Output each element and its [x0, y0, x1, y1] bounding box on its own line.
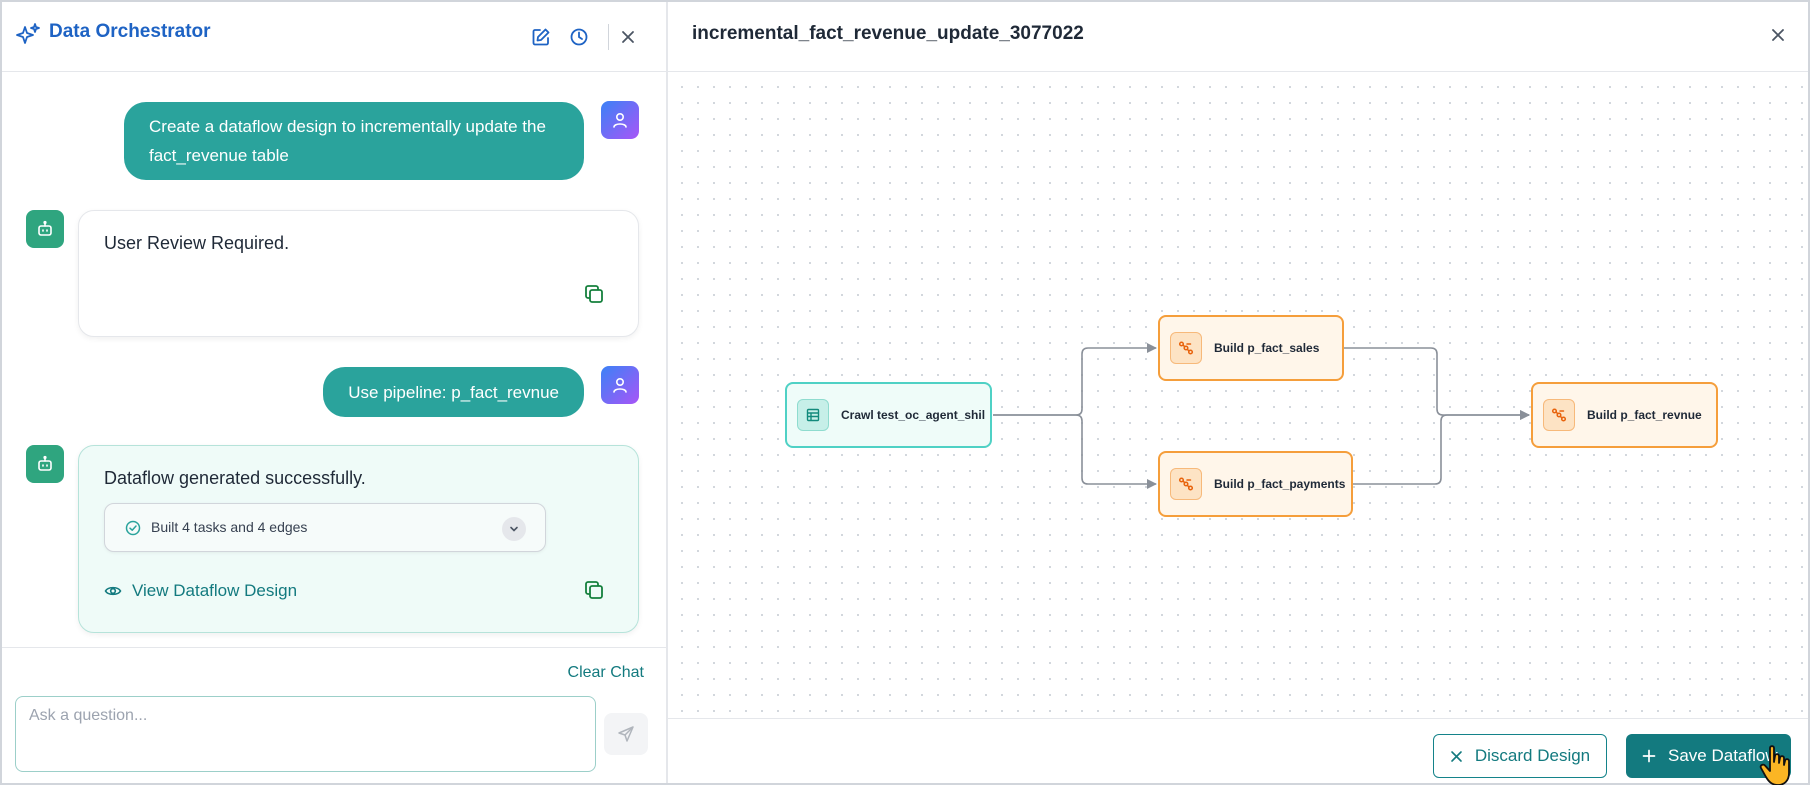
edge-payments-to-revnue — [1353, 410, 1530, 485]
discard-design-label: Discard Design — [1474, 746, 1591, 765]
close-chat-button[interactable] — [614, 23, 642, 51]
design-footer: Discard Design Save Dataflow — [668, 718, 1808, 785]
ask-input[interactable] — [15, 696, 596, 772]
user-message: Create a dataflow design to incrementall… — [124, 102, 584, 180]
bot-message-text: User Review Required. — [104, 233, 290, 253]
chat-panel: Data Orchestrator C — [2, 2, 668, 783]
bot-avatar — [26, 210, 64, 248]
pipeline-icon — [1543, 399, 1575, 431]
eye-icon — [104, 586, 122, 596]
dataflow-canvas[interactable]: Crawl test_oc_agent_shil Build p_fact_sa… — [668, 73, 1808, 718]
user-icon — [613, 377, 627, 393]
edit-icon — [532, 28, 550, 46]
edge-sales-to-revnue — [1344, 347, 1530, 420]
plus-icon — [1642, 749, 1656, 763]
save-dataflow-button[interactable]: Save Dataflow — [1626, 734, 1791, 778]
user-avatar — [601, 366, 639, 404]
user-message-text: Use pipeline: p_fact_revnue — [348, 382, 559, 402]
table-icon — [797, 399, 829, 431]
dataflow-title: incremental_fact_revenue_update_3077022 — [692, 23, 1084, 44]
close-icon — [1451, 750, 1462, 762]
view-dataflow-label: View Dataflow Design — [132, 581, 298, 600]
dataflow-edges — [993, 343, 1530, 489]
user-avatar — [601, 101, 639, 139]
discard-design-button[interactable]: Discard Design — [1433, 734, 1607, 778]
chat-footer: Clear Chat — [2, 647, 666, 783]
copy-icon — [585, 581, 603, 599]
new-chat-button[interactable] — [527, 23, 555, 51]
user-message: Use pipeline: p_fact_revnue — [323, 367, 584, 417]
copy-button[interactable] — [583, 283, 607, 307]
bot-message: Dataflow generated successfully. Built 4… — [78, 445, 639, 633]
task-node-revnue[interactable]: Build p_fact_revnue — [1531, 382, 1718, 448]
app-title: Data Orchestrator — [49, 21, 211, 42]
expand-summary-button[interactable] — [502, 517, 526, 541]
clear-chat-button[interactable]: Clear Chat — [567, 664, 644, 681]
dataflow-design-panel: incremental_fact_revenue_update_3077022 — [668, 2, 1808, 785]
bot-icon — [38, 455, 52, 471]
history-icon — [570, 28, 588, 46]
task-node-payments[interactable]: Build p_fact_payments — [1158, 451, 1353, 517]
chat-header: Data Orchestrator — [2, 2, 666, 72]
user-icon — [613, 112, 627, 128]
copy-icon — [585, 285, 603, 303]
check-circle-icon — [125, 520, 141, 541]
task-node-sales[interactable]: Build p_fact_sales — [1158, 315, 1344, 381]
user-message-text: Create a dataflow design to incrementall… — [149, 117, 546, 165]
task-node-label: Build p_fact_payments — [1214, 477, 1346, 491]
bot-message-text: Dataflow generated successfully. — [104, 468, 366, 488]
build-summary-text: Built 4 tasks and 4 edges — [151, 519, 308, 535]
send-button[interactable] — [604, 713, 648, 755]
pipeline-icon — [1170, 468, 1202, 500]
task-node-label: Build p_fact_sales — [1214, 341, 1320, 355]
sparkle-icon — [14, 21, 42, 49]
save-dataflow-label: Save Dataflow — [1668, 746, 1778, 765]
build-summary[interactable]: Built 4 tasks and 4 edges — [104, 503, 546, 552]
view-dataflow-link[interactable]: View Dataflow Design — [104, 581, 297, 601]
task-node-label: Build p_fact_revnue — [1587, 408, 1702, 422]
bot-icon — [38, 220, 52, 236]
header-divider — [608, 24, 609, 50]
close-icon — [1772, 29, 1784, 41]
chevron-down-icon — [510, 526, 518, 532]
design-header: incremental_fact_revenue_update_3077022 — [668, 2, 1808, 72]
edge-crawl-to-payments — [993, 414, 1157, 489]
bot-message: User Review Required. — [78, 210, 639, 337]
bot-avatar — [26, 445, 64, 483]
history-button[interactable] — [565, 23, 593, 51]
edge-crawl-to-sales — [993, 343, 1157, 416]
close-design-button[interactable] — [1764, 21, 1792, 49]
copy-button[interactable] — [583, 579, 607, 603]
task-node-crawl[interactable]: Crawl test_oc_agent_shil — [785, 382, 992, 448]
send-icon — [618, 726, 634, 742]
pipeline-icon — [1170, 332, 1202, 364]
close-icon — [622, 31, 634, 43]
task-node-label: Crawl test_oc_agent_shil — [841, 408, 986, 422]
